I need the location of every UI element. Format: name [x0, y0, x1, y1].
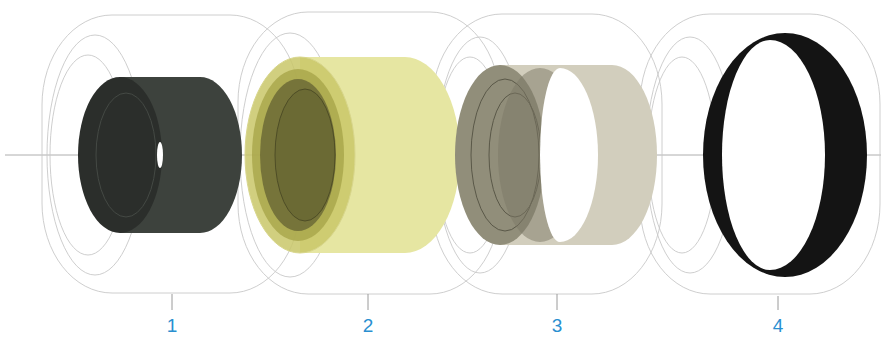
callout-number: 4 [773, 316, 784, 335]
part-1-ring [78, 77, 242, 233]
leader-lines [172, 294, 778, 310]
part-4-ring [703, 33, 867, 277]
callout-number: 1 [167, 316, 178, 335]
part-2-cylinder [245, 57, 460, 253]
part-3-cylinder [455, 65, 657, 245]
callout-number: 3 [552, 316, 563, 335]
callout-number: 2 [363, 316, 374, 335]
ghost-outlines [42, 12, 880, 294]
